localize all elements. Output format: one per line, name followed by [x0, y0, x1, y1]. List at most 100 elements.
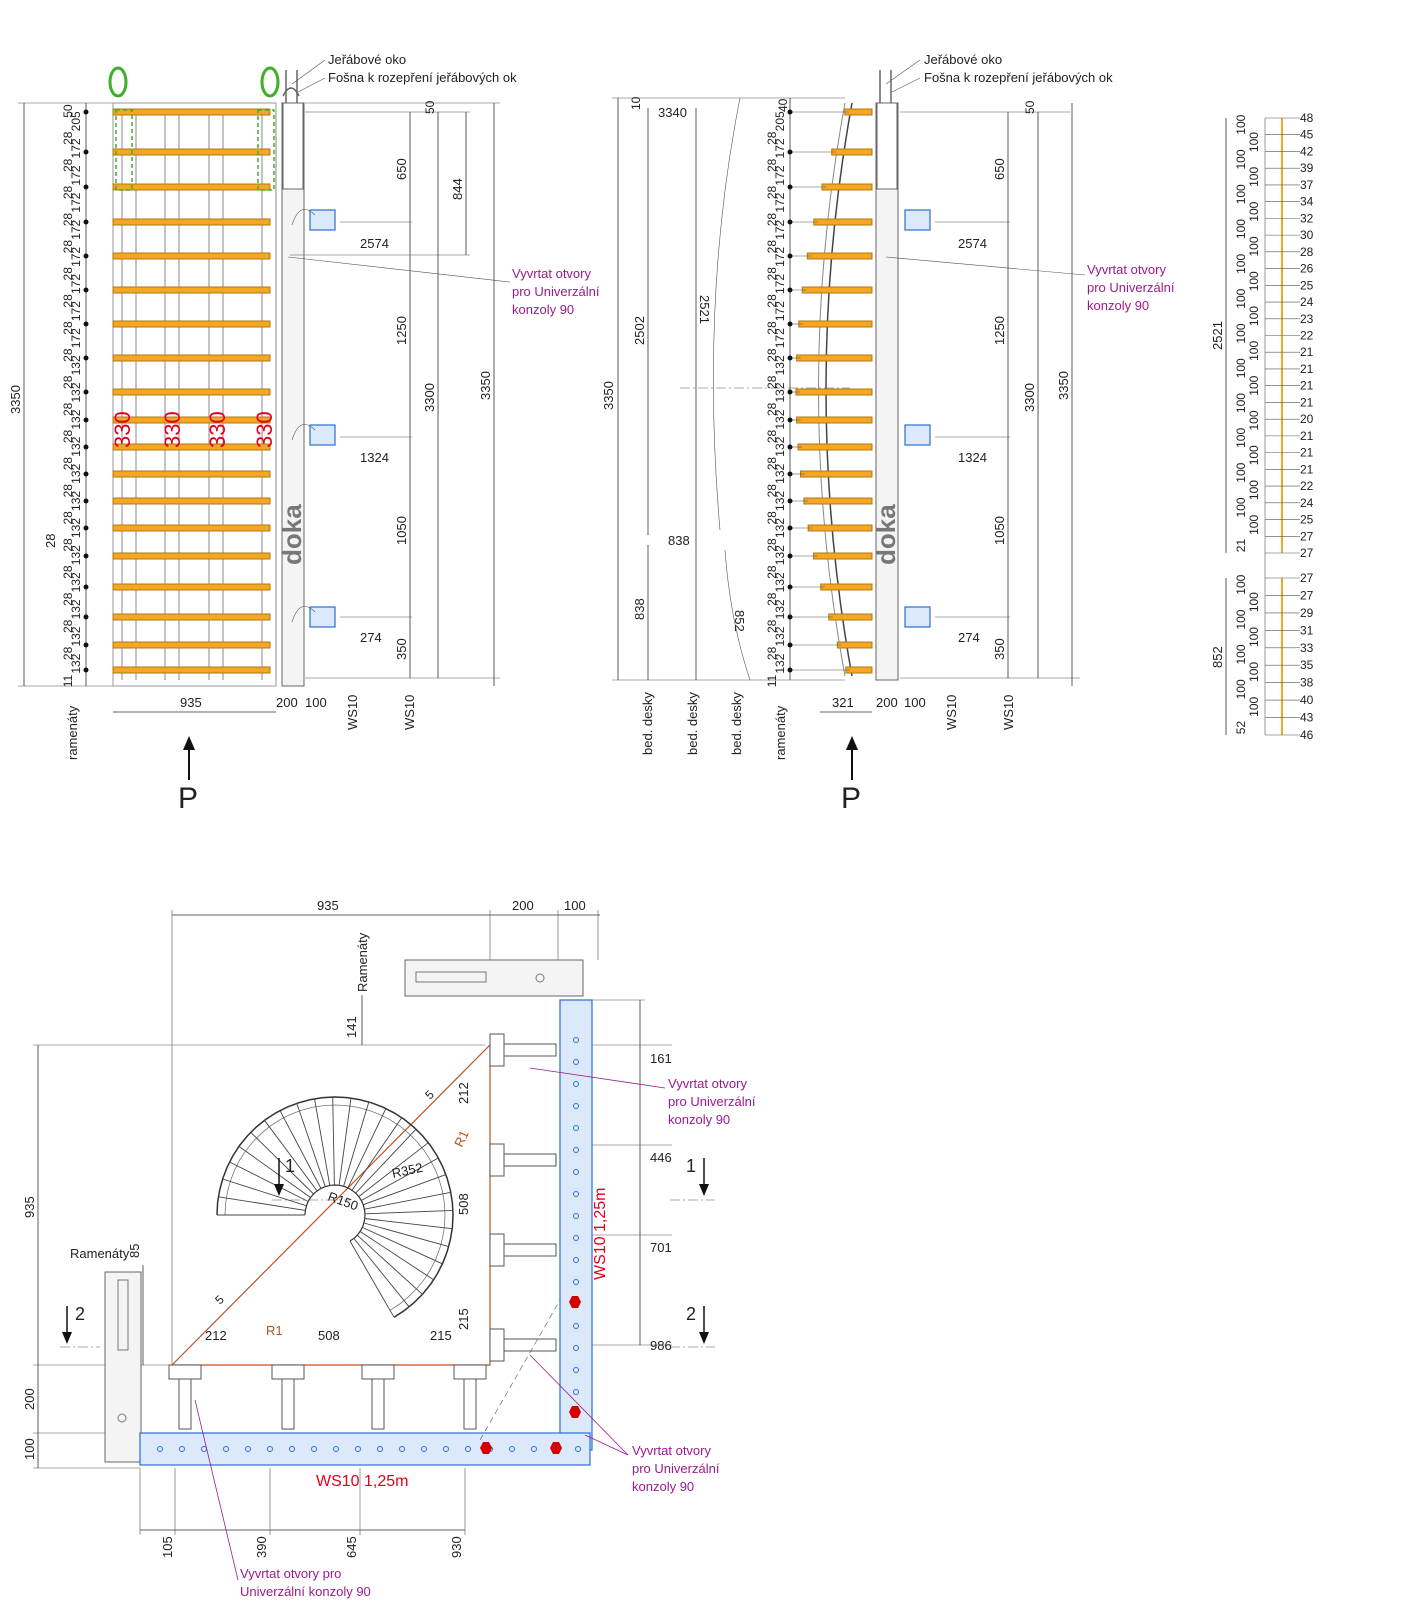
rung-dimension: 28 — [61, 484, 75, 498]
rung-dimension: 28 — [61, 457, 75, 471]
step-angle: 32 — [1300, 211, 1314, 225]
step-angle: 37 — [1300, 178, 1314, 192]
dim-dot — [83, 253, 89, 259]
step-angle: 23 — [1300, 312, 1314, 326]
mid-dim-350: 350 — [992, 638, 1007, 660]
red-hex-icon — [550, 1442, 562, 1454]
plan-rameny-left: Ramenáty — [70, 1246, 130, 1261]
step-width: 100 — [1247, 662, 1261, 682]
dim-844: 844 — [450, 178, 465, 200]
dim-dot — [83, 642, 89, 648]
dim-dot — [787, 184, 793, 190]
step-width: 100 — [1234, 149, 1248, 169]
mid-2521: 2521 — [697, 295, 712, 324]
bracket-icon — [453, 1364, 487, 1380]
dim-dot — [83, 525, 89, 531]
mid-plank-label: Fošna k rozepření jeřábových ok — [924, 70, 1113, 85]
step-angle: 21 — [1300, 395, 1314, 409]
mid-total-3350: 3350 — [601, 381, 616, 410]
mid-dim-1250: 1250 — [992, 316, 1007, 345]
rung — [803, 497, 873, 505]
dim-dot — [83, 584, 89, 590]
height-274: 274 — [360, 630, 382, 645]
dim-dot — [787, 287, 793, 293]
dim-dot — [787, 584, 793, 590]
step-angle: 43 — [1300, 711, 1314, 725]
rung-dimension: 28 — [61, 321, 75, 335]
plan-rameny-top: Ramenáty — [355, 932, 370, 992]
rung — [112, 252, 271, 260]
rung-dimension: 28 — [61, 294, 75, 308]
plan-215-r: 215 — [456, 1308, 471, 1330]
plan-view: 935 200 100 935 200 100 Ramenáty 141 Ram… — [22, 898, 759, 1599]
rung — [112, 666, 271, 674]
rung-dimension: 172 — [773, 165, 787, 185]
mid-3340: 3340 — [658, 105, 687, 120]
step-angle: 40 — [1300, 693, 1314, 707]
dim-dot — [83, 417, 89, 423]
rung — [795, 388, 873, 396]
mid-height-274: 274 — [958, 630, 980, 645]
step-width: 100 — [1234, 497, 1248, 517]
step-angle: 27 — [1300, 529, 1314, 543]
rung — [112, 148, 271, 156]
plan-left-935: 935 — [22, 1196, 37, 1218]
rung-dimension: 28 — [765, 646, 779, 660]
rung-dimension: 50 — [61, 104, 75, 118]
dim-dot — [83, 389, 89, 395]
rung-dimension: 28 — [61, 131, 75, 145]
plan-161: 161 — [650, 1051, 672, 1066]
section-1-right: 1 — [686, 1156, 696, 1176]
dim-350: 350 — [394, 638, 409, 660]
step-angle: 22 — [1300, 479, 1314, 493]
rung-dimension: 28 — [765, 158, 779, 172]
dim-dot — [83, 444, 89, 450]
rung-dimension: 28 — [765, 294, 779, 308]
bracket-icon — [489, 1143, 505, 1177]
rung-dimension: 28 — [765, 538, 779, 552]
step-angle: 21 — [1300, 379, 1314, 393]
dim-dot — [787, 498, 793, 504]
dim-1050: 1050 — [394, 516, 409, 545]
step-angle: 28 — [1300, 245, 1314, 259]
clamp-icon — [291, 606, 336, 628]
rung-dimension: 132 — [69, 518, 83, 538]
drill-note-plan-right: Vyvrtat otvory pro Univerzální konzoly 9… — [632, 1443, 723, 1494]
rung-dimension: 132 — [773, 382, 787, 402]
dim-dot — [83, 287, 89, 293]
bed-desky-2: bed. desky — [685, 692, 700, 755]
rung — [806, 252, 873, 260]
rung-dimension: 172 — [69, 192, 83, 212]
step-angle: 21 — [1300, 345, 1314, 359]
bracket-icon — [489, 1328, 505, 1362]
step-width: 100 — [1247, 696, 1261, 716]
left-rung-dimension-chain: 5020528172281722817228172281722817228172… — [61, 104, 83, 687]
step-width: 100 — [1247, 341, 1261, 361]
rung — [112, 218, 271, 226]
right-total-852: 852 — [1210, 646, 1225, 668]
step-width: 100 — [1234, 679, 1248, 699]
plan-b930: 930 — [449, 1536, 464, 1558]
dim-dot — [787, 667, 793, 673]
step-angle: 27 — [1300, 588, 1314, 602]
step-angle: 30 — [1300, 228, 1314, 242]
bracket-icon — [271, 1364, 305, 1380]
mid-200: 200 — [876, 695, 898, 710]
step-width: 21 — [1234, 539, 1248, 553]
step-width: 100 — [1234, 114, 1248, 134]
drill-note-plan-bottom: Vyvrtat otvory pro Univerzální konzoly 9… — [240, 1566, 371, 1599]
step-width: 100 — [1247, 627, 1261, 647]
spiral-stair — [216, 1096, 454, 1318]
step-angle: 27 — [1300, 546, 1314, 560]
crane-eye-label: Jeřábové oko — [328, 52, 406, 67]
rung-dimension: 172 — [773, 274, 787, 294]
red-hex-icon — [569, 1296, 581, 1308]
step-angle: 26 — [1300, 262, 1314, 276]
drill-note-plan-top: Vyvrtat otvory pro Univerzální konzoly 9… — [668, 1076, 759, 1127]
mid-100: 100 — [904, 695, 926, 710]
rung-dimension: 132 — [69, 491, 83, 511]
rung-dimension: 28 — [765, 511, 779, 525]
step-width: 100 — [1247, 271, 1261, 291]
step-width: 100 — [1247, 167, 1261, 187]
